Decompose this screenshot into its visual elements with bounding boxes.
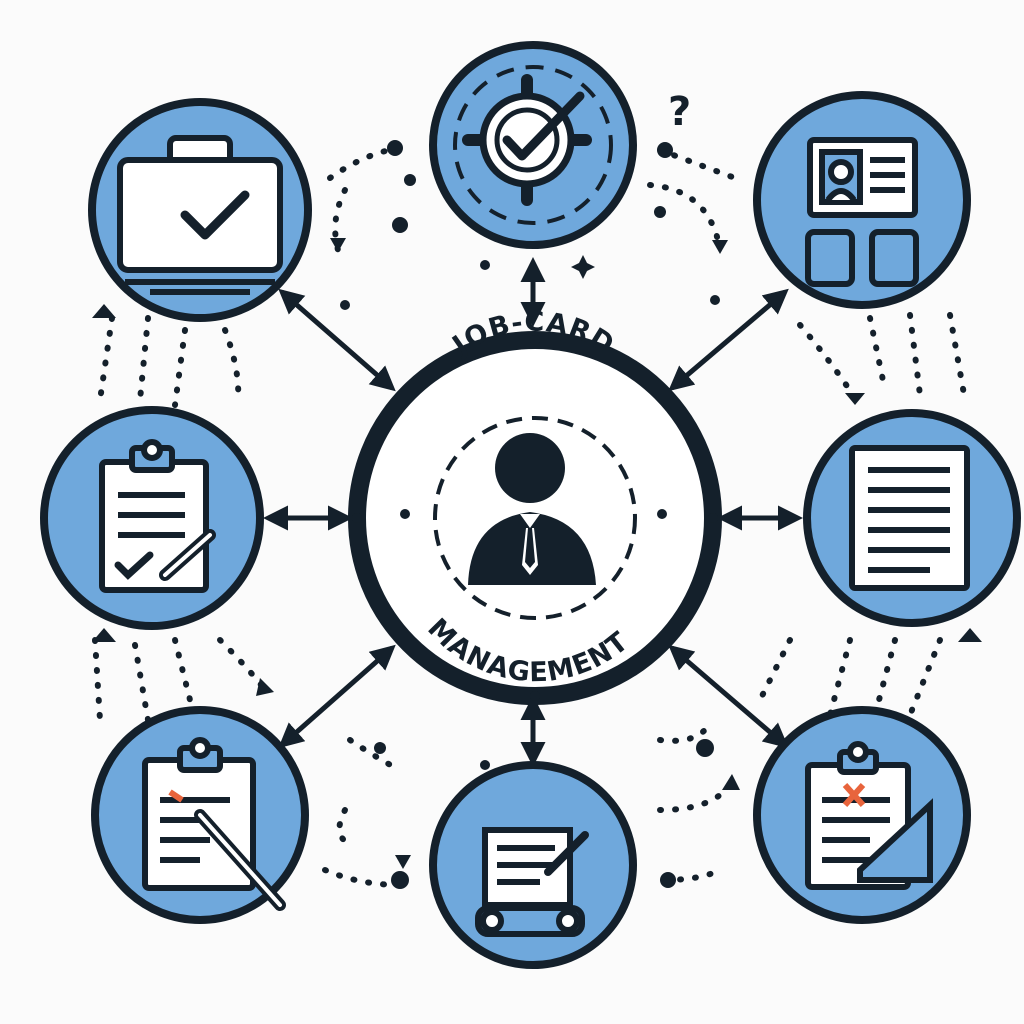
node-bottom-right: [753, 706, 971, 924]
node-top-right: [753, 91, 971, 309]
arrow-bottom-left: [278, 644, 396, 749]
connector-arrows: [263, 257, 803, 767]
node-bottom: [429, 761, 637, 969]
document-scroll-icon: [475, 827, 589, 937]
node-right: [803, 409, 1021, 627]
node-left: [40, 406, 264, 630]
arrow-top-right: [668, 288, 789, 392]
hub: JOB-CARD MANAGEMENT: [348, 307, 722, 705]
gear-check-icon: [462, 74, 592, 206]
node-top: [429, 41, 637, 249]
document-icon: [849, 445, 970, 591]
flow-arrowheads: [92, 140, 982, 889]
hub-dots: [352, 335, 718, 701]
person-icon: [468, 433, 596, 585]
id-card-icon: [805, 137, 919, 287]
clipboard-pen-icon: [142, 737, 286, 911]
node-top-left: [88, 98, 312, 322]
node-bottom-left: [91, 706, 309, 924]
arrow-top-left: [278, 288, 396, 392]
briefcase-check-icon: [117, 135, 283, 295]
arrow-bottom-right: [668, 644, 789, 749]
clipboard-x-icon: [805, 741, 933, 890]
clipboard-check-icon: [99, 439, 216, 593]
question-mark-glyph: ?: [668, 89, 691, 135]
